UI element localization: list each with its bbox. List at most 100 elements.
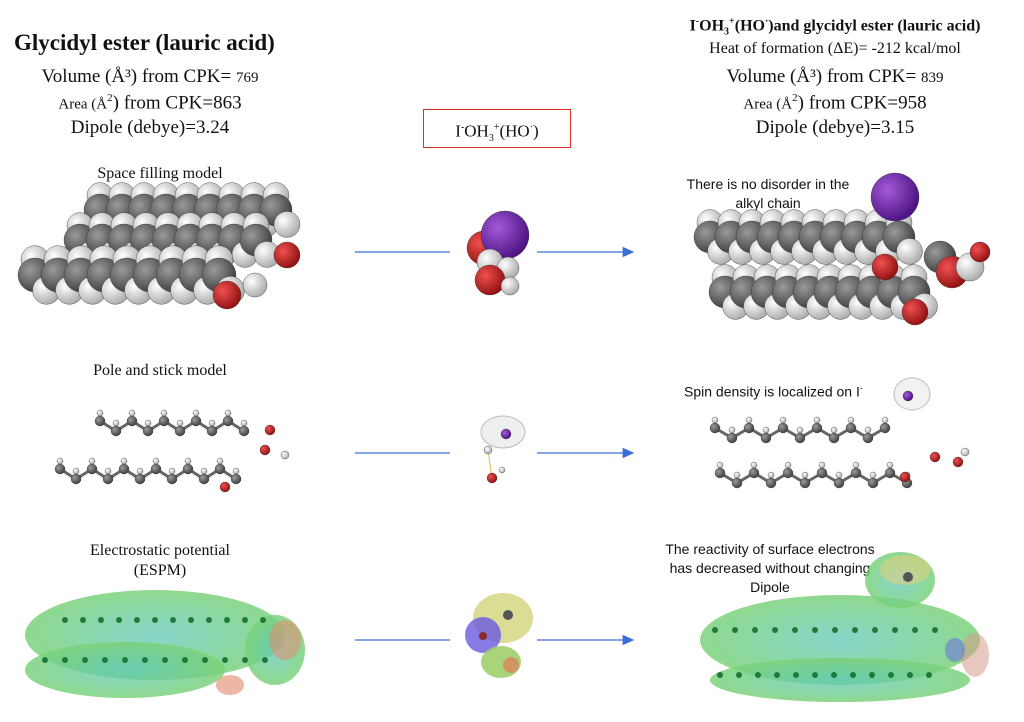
right-title-sup3: · [764,16,769,27]
espm-label-line2: (ESPM) [133,562,187,579]
carbon-atom [816,467,828,479]
right-title-sub: 3 [724,26,730,38]
hydrogen-atom [728,426,736,434]
oxygen-atom [929,451,941,463]
esp-atom-marker [262,657,268,663]
right-espm-image [700,552,989,702]
left-volume-value: 769 [235,70,259,86]
esp-atom-marker [62,657,68,663]
right-dipole: Dipole (debye)=3.15 [755,117,915,138]
hydrogen-atom [242,272,268,298]
reagent-i: I [455,121,461,141]
left-title: Glycidyl ester (lauric acid) [14,30,275,55]
hydrogen-atom [483,445,493,455]
carbon-atom [794,432,806,444]
oxygen-atom [969,241,991,263]
right-area-sup: 2 [792,92,798,104]
carbon-atom [94,415,106,427]
carbon-atom [799,477,811,489]
esp-atom-marker [888,672,894,678]
left-area-label-a: Area (Å [58,96,108,113]
hydrogen-atom [208,419,216,427]
hydrogen-atom [232,467,240,475]
carbon-atom [126,415,138,427]
carbon-atom [182,463,194,475]
note-disorder-line2: alkyl chain [735,195,801,211]
left-dipole: Dipole (debye)=3.24 [70,117,230,138]
middle-pole-stick-image [480,415,526,484]
esp-atom-marker [170,617,176,623]
hydrogen-atom [224,409,232,417]
reagent-sup3: · [529,122,534,133]
hydrogen-atom [136,467,144,475]
carbon-atom [86,463,98,475]
hydrogen-atom [801,471,809,479]
esp-charge-region [880,555,930,585]
oxygen-atom [474,264,506,296]
esp-atom-marker [926,672,932,678]
left-area-label-b: ) from CPK=863 [112,92,242,114]
carbon-atom [850,467,862,479]
esp-atom-marker [869,672,875,678]
carbon-atom [743,422,755,434]
hydrogen-atom [886,461,894,469]
hydrogen-atom [711,416,719,424]
left-volume-label: Volume (Å³) from CPK= [41,66,236,87]
hydrogen-atom [762,426,770,434]
hydrogen-atom [273,211,301,238]
esp-atom-marker [260,617,266,623]
hydrogen-atom [96,409,104,417]
note-spin: Spin density is localized on I- [684,383,863,400]
carbon-atom [222,415,234,427]
esp-atom-marker [892,627,898,633]
hydrogen-atom [830,426,838,434]
esp-atom-marker [932,627,938,633]
carbon-atom [748,467,760,479]
esp-atom-marker [82,657,88,663]
iodine-atom [870,172,920,222]
iodine-marker [503,610,513,620]
carbon-atom [190,415,202,427]
esp-atom-marker [850,672,856,678]
oxygen-atom [273,241,301,269]
hydrogen-atom [733,471,741,479]
hydrogen-atom [896,238,923,265]
hydrogen-atom [847,416,855,424]
espm-label: Electrostatic potential (ESPM) [60,541,260,581]
esp-atom-marker [98,617,104,623]
hydrogen-atom [144,419,152,427]
right-heat: Heat of formation (ΔE)= -212 kcal/mol [709,40,961,57]
hydrogen-atom [881,416,889,424]
esp-charge-region [269,620,301,660]
reagent-end: ) [533,121,539,141]
oxygen-marker [479,632,487,640]
oxygen-atom [871,253,899,281]
esp-surface [710,658,970,702]
esp-atom-marker [134,617,140,623]
carbon-atom [118,463,130,475]
esp-atom-marker [182,657,188,663]
esp-atom-marker [774,672,780,678]
esp-atom-marker [732,627,738,633]
space-filling-label: Space filling model [97,165,223,182]
hydrogen-atom [813,416,821,424]
esp-atom-marker [912,627,918,633]
hydrogen-atom [104,467,112,475]
note-reactivity: The reactivity of surface electrons has … [640,540,900,597]
hydrogen-atom [56,457,64,465]
hydrogen-atom [168,467,176,475]
esp-atom-marker [831,672,837,678]
right-area-label-a: Area (Å [743,96,793,113]
carbon-atom [765,477,777,489]
oxygen-atom [952,456,964,468]
middle-espm-image [465,593,533,678]
esp-atom-marker [872,627,878,633]
iodine-marker [903,572,913,582]
esp-atom-marker [832,627,838,633]
left-area: Area (Å2) from CPK=863 [20,92,280,114]
reagent-oh: OH [464,121,489,141]
right-title-i: I [689,17,696,35]
reagent-tail: (HO [499,121,530,141]
carbon-atom [70,473,82,485]
esp-atom-marker [812,627,818,633]
